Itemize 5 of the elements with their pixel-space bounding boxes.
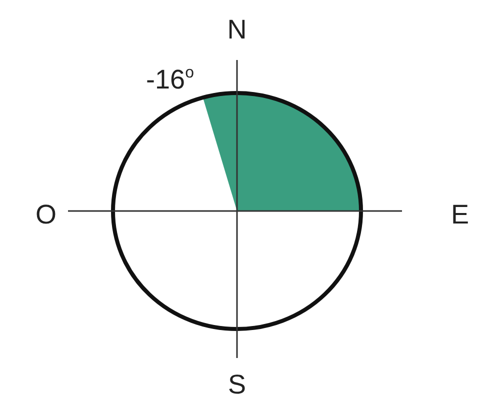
direction-label: E (451, 202, 469, 228)
direction-label: O (36, 202, 56, 228)
direction-label: N (227, 16, 247, 44)
angle-label: -16$^{o}$ (146, 66, 194, 94)
direction-label: S (228, 372, 246, 398)
